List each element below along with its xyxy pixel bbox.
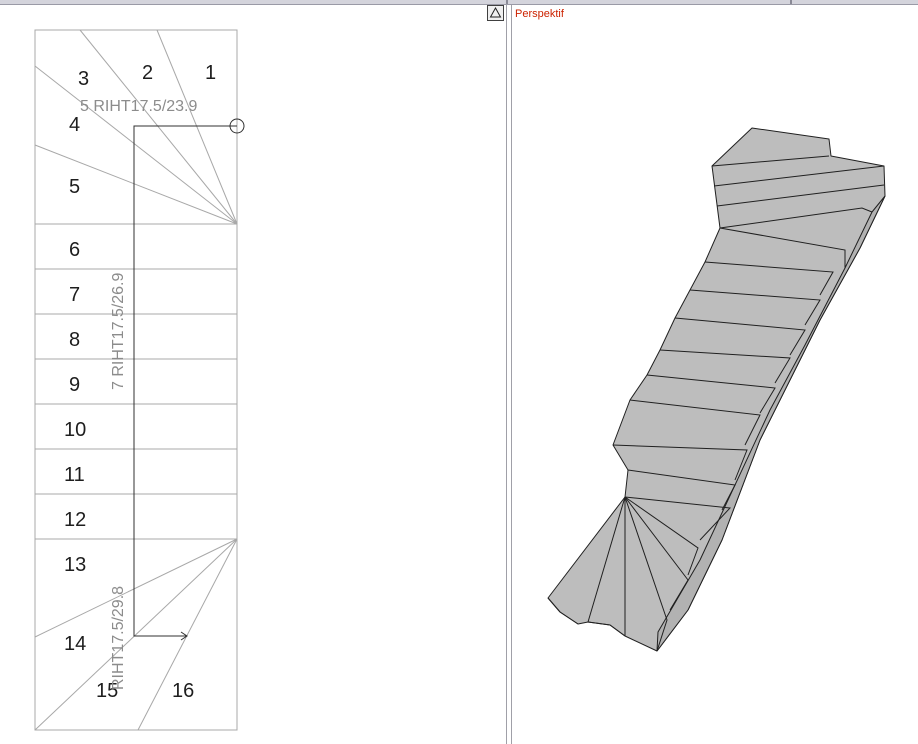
stair-side-face — [656, 195, 886, 652]
top-winder-treads — [34, 29, 238, 225]
perspective-view-pane[interactable]: Perspektif — [512, 5, 918, 744]
step-number: 6 — [69, 239, 80, 261]
stair-tread-lines — [547, 155, 885, 652]
bottom-winder-treads — [34, 538, 238, 731]
run-label-middle: 7 RIHT17.5/26.9 — [110, 273, 127, 391]
walk-line — [133, 118, 245, 641]
circle-marker-icon — [229, 118, 245, 134]
step-number: 8 — [69, 329, 80, 351]
stair-plan-outline — [34, 29, 238, 731]
stair-body — [547, 127, 886, 652]
step-number: 7 — [69, 284, 80, 306]
stair-3d-model[interactable] — [512, 5, 918, 744]
step-number: 13 — [64, 554, 86, 576]
step-number: 14 — [64, 633, 86, 655]
step-number: 12 — [64, 509, 86, 531]
plan-view-pane[interactable]: 1 2 3 4 5 6 7 8 9 10 11 12 13 14 15 16 5… — [0, 5, 506, 744]
step-number: 10 — [64, 419, 86, 441]
step-number: 4 — [69, 114, 80, 136]
maximize-button[interactable] — [487, 5, 504, 21]
splitter-notch — [790, 0, 792, 4]
triangle-up-icon — [489, 6, 502, 18]
step-number: 2 — [142, 62, 153, 84]
step-number: 5 — [69, 176, 80, 198]
arrow-right-icon — [180, 631, 188, 641]
splitter-notch — [506, 0, 508, 4]
run-label-bottom: RIHT17.5/29.8 — [110, 586, 127, 690]
window-top-bar — [0, 0, 918, 5]
straight-treads — [35, 223, 237, 540]
stair-plan-drawing[interactable]: 1 2 3 4 5 6 7 8 9 10 11 12 13 14 15 16 5… — [0, 5, 506, 744]
step-number: 16 — [172, 680, 194, 702]
perspective-title: Perspektif — [515, 8, 564, 20]
pane-splitter[interactable] — [506, 5, 512, 744]
step-number: 9 — [69, 374, 80, 396]
step-number: 11 — [64, 464, 85, 486]
step-number: 1 — [205, 62, 216, 84]
step-number: 3 — [78, 68, 89, 90]
run-label-top: 5 RIHT17.5/23.9 — [80, 98, 198, 115]
step-number: 15 — [96, 680, 118, 702]
